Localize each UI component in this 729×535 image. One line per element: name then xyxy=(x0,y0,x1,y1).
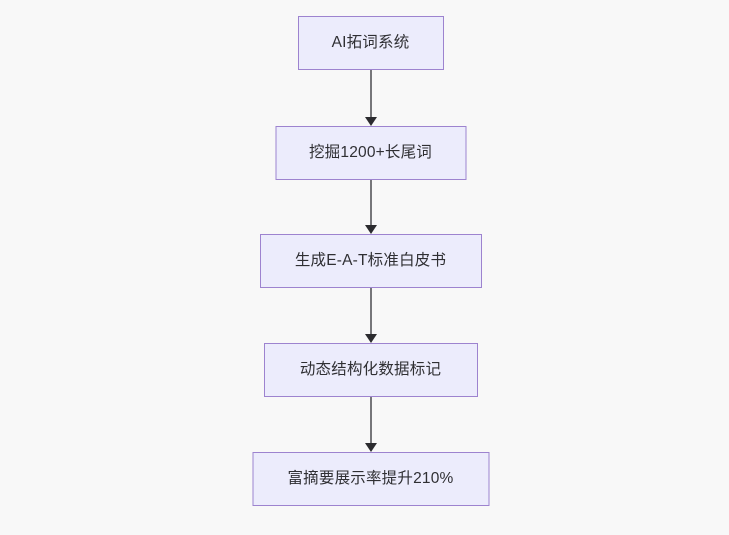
flowchart-edge-n3-n4 xyxy=(364,397,378,452)
arrow-down-icon xyxy=(365,117,377,126)
flowchart-node-label: 挖掘1200+长尾词 xyxy=(308,144,433,162)
arrow-down-icon xyxy=(365,225,377,234)
flowchart-node-label: 生成E-A-T标准白皮书 xyxy=(294,252,447,270)
flowchart-node-label: 富摘要展示率提升210% xyxy=(287,470,454,488)
flowchart-node-label: AI拓词系统 xyxy=(331,34,410,52)
edge-line xyxy=(370,180,372,226)
edge-line xyxy=(370,397,372,444)
flowchart-edge-n1-n2 xyxy=(364,180,378,234)
flowchart-node-ai-keyword-system[interactable]: AI拓词系统 xyxy=(297,16,444,70)
flowchart-node-mine-longtail-keywords[interactable]: 挖掘1200+长尾词 xyxy=(275,126,466,180)
arrow-down-icon xyxy=(365,443,377,452)
flowchart-edge-n0-n1 xyxy=(364,70,378,126)
flowchart-node-label: 动态结构化数据标记 xyxy=(299,361,442,379)
edge-line xyxy=(370,288,372,335)
edge-line xyxy=(370,70,372,118)
flowchart-node-dynamic-structured-data-markup[interactable]: 动态结构化数据标记 xyxy=(263,343,478,397)
flowchart-edge-n2-n3 xyxy=(364,288,378,343)
flowchart-node-generate-eat-whitepaper[interactable]: 生成E-A-T标准白皮书 xyxy=(259,234,482,288)
arrow-down-icon xyxy=(365,334,377,343)
flowchart-node-rich-snippet-impression-lift[interactable]: 富摘要展示率提升210% xyxy=(252,452,489,506)
